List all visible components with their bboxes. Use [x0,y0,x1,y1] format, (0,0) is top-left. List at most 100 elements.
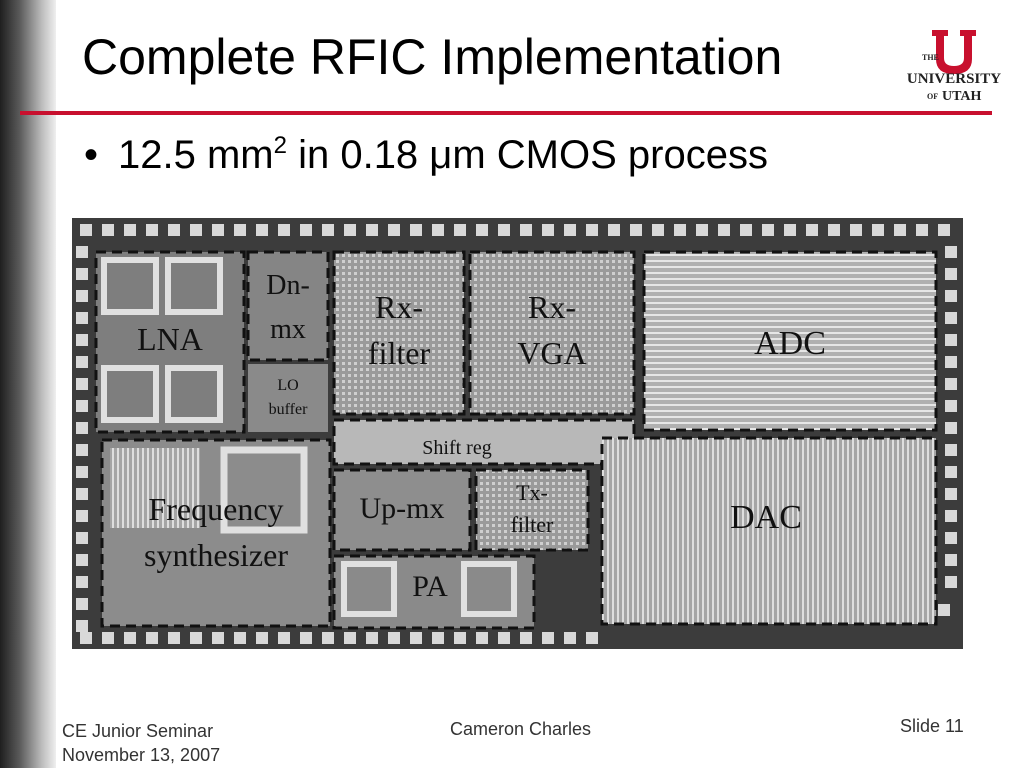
bond-pad [234,224,246,236]
bond-pad [190,632,202,644]
bond-pad [76,620,88,632]
bond-pad [945,466,957,478]
bond-pad [476,632,488,644]
bond-pad [366,224,378,236]
bond-pad [762,224,774,236]
bond-pad [76,444,88,456]
bond-pad [945,378,957,390]
footer-slide-number: Slide 11 [900,716,964,736]
bond-pad [322,632,334,644]
bullet-process-spec: •12.5 mm2 in 0.18 μm CMOS process [84,132,768,178]
block-lna: LNA [94,250,246,434]
bond-pad [102,632,114,644]
bond-pad [608,224,620,236]
bond-pad [76,576,88,588]
die-micrograph: LNA Dn- mx LO buffer Rx- filter Rx- VGA [72,218,963,649]
bond-pad [945,312,957,324]
svg-text:PA: PA [412,570,448,603]
bond-pad [945,268,957,280]
bond-pad [76,246,88,258]
bond-pad [234,632,246,644]
svg-text:mx: mx [270,314,306,345]
bond-pad [945,422,957,434]
block-pa: PA [332,554,536,630]
bond-pad [168,632,180,644]
die-layout-svg: LNA Dn- mx LO buffer Rx- filter Rx- VGA [72,218,963,649]
bond-pad [212,224,224,236]
bullet-dot: • [84,133,99,177]
bond-pad [344,632,356,644]
svg-text:THE: THE [922,53,939,62]
bond-pad [945,488,957,500]
bond-pad [410,224,422,236]
bond-pad [212,632,224,644]
footer-date: November 13, 2007 [62,745,221,765]
bond-pad [76,334,88,346]
bond-pad [76,554,88,566]
bond-pad [630,224,642,236]
bond-pad [740,224,752,236]
bond-pad [945,576,957,588]
bond-pad [945,334,957,346]
bond-pad [894,224,906,236]
bond-pad [256,632,268,644]
svg-text:buffer: buffer [269,401,308,418]
bond-pad [76,356,88,368]
bond-pad [278,632,290,644]
footer-course: CE Junior Seminar [62,721,214,741]
block-rx-vga: Rx- VGA [468,250,636,416]
bond-pad [76,466,88,478]
bond-pad [945,444,957,456]
block-down-mixer: Dn- mx [246,250,330,362]
bond-pad [520,632,532,644]
bond-pad [80,632,92,644]
bond-pad [388,224,400,236]
bond-pad [432,224,444,236]
bond-pad [945,246,957,258]
bond-pad [674,224,686,236]
bond-pad [388,632,400,644]
bond-pad [916,224,928,236]
bond-pad [344,224,356,236]
bond-pad [945,356,957,368]
university-of-utah-logo: THE UNIVERSITY OF UTAH [896,24,1012,104]
svg-text:filter: filter [368,335,431,371]
bond-pad [76,422,88,434]
bond-pad [828,224,840,236]
bond-pad [586,224,598,236]
bond-pad [300,224,312,236]
bond-pad [498,632,510,644]
bond-pad [476,224,488,236]
bond-pad [564,632,576,644]
bond-pad [190,224,202,236]
bond-pad [76,488,88,500]
footer-course-info: CE Junior Seminar November 13, 2007 [62,719,220,767]
bond-pad [76,268,88,280]
bond-pad [454,632,466,644]
svg-text:Rx-: Rx- [375,289,423,325]
bond-pad [850,224,862,236]
bond-pad [542,632,554,644]
svg-text:Rx-: Rx- [528,289,576,325]
area-value: 12.5 mm [118,133,274,177]
bond-pad [454,224,466,236]
bond-pad [102,224,114,236]
svg-text:DAC: DAC [730,499,802,536]
footer-author: Cameron Charles [450,719,592,739]
bond-pad [542,224,554,236]
bond-pad [872,224,884,236]
bond-pad [76,510,88,522]
bond-pad [520,224,532,236]
svg-text:LNA: LNA [137,321,203,357]
bond-pad [652,224,664,236]
block-frequency-synthesizer: Frequency synthesizer [100,438,332,628]
block-rx-filter: Rx- filter [332,250,466,416]
bond-pad [300,632,312,644]
bond-pad [784,224,796,236]
bond-pad [146,632,158,644]
bond-pad [124,224,136,236]
bond-pad [76,378,88,390]
svg-text:VGA: VGA [517,335,586,371]
svg-text:Shift reg: Shift reg [422,437,491,459]
block-adc: ADC [642,250,938,432]
